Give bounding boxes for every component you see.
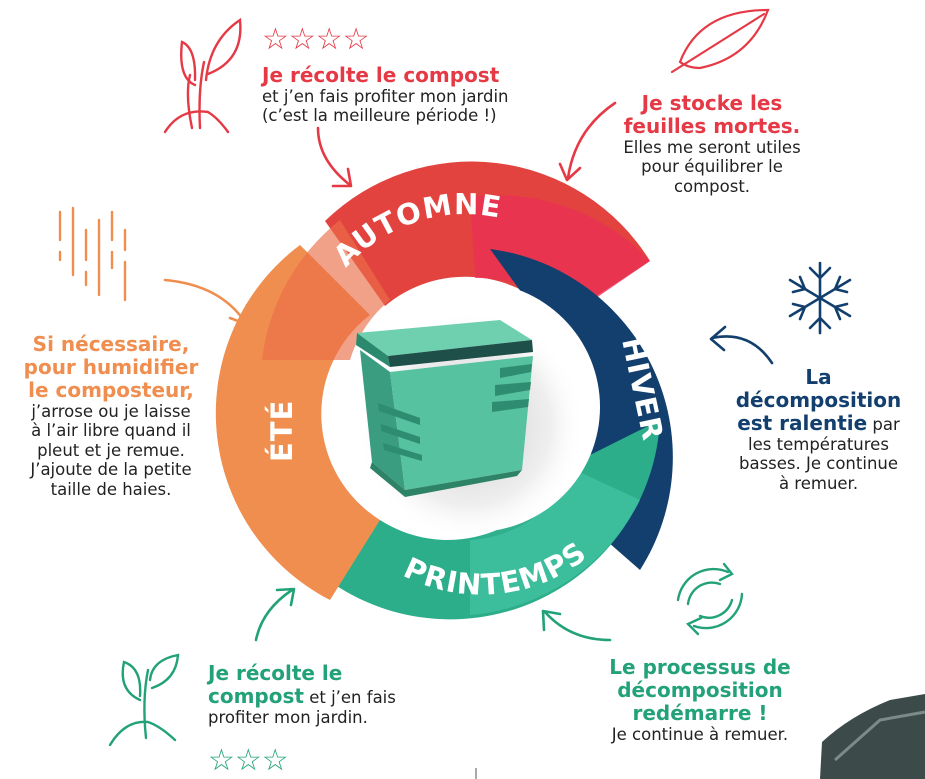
note-spring-harvest-body-1: profiter mon jardin. xyxy=(208,708,368,727)
arrow-spring-harvest xyxy=(254,587,296,642)
note-autumn-leaves-body-2: pour équilibrer le xyxy=(641,157,783,177)
note-winter-body-3: à remuer. xyxy=(778,473,859,493)
arrow-spring-restart xyxy=(541,609,612,642)
ring-spring-accent xyxy=(470,470,640,615)
note-summer: Si nécessaire, pour humidifier le compos… xyxy=(0,333,222,499)
note-spring-harvest-title-2-tail: et j’en fais xyxy=(303,688,396,707)
arrow-summer xyxy=(163,278,249,326)
note-summer-title-3: le composteur, xyxy=(28,378,194,402)
snowflake-icon xyxy=(788,261,852,335)
note-summer-body-3: pleut et je remue. xyxy=(37,440,185,460)
sprout-icon xyxy=(163,17,242,134)
ring-autumn-accent xyxy=(470,195,650,316)
ring-summer-blend xyxy=(262,220,390,360)
note-autumn-harvest-title: Je récolte le compost xyxy=(262,63,500,87)
rain-icon xyxy=(58,206,127,302)
note-winter: La décomposition est ralentie par les te… xyxy=(712,366,925,493)
note-winter-body-1: les températures xyxy=(748,435,889,454)
corner-photo-fragment xyxy=(820,694,925,779)
note-summer-body-5: taille de haies. xyxy=(50,479,172,499)
sprout-icon-green xyxy=(108,653,180,747)
note-winter-title-3-tail: par xyxy=(867,415,900,434)
note-winter-body-2: basses. Je continue xyxy=(738,454,899,474)
note-autumn-leaves-body-3: compost. xyxy=(673,176,751,196)
composter-illustration xyxy=(356,320,533,497)
note-summer-body-1: j’arrose ou je laisse xyxy=(31,402,191,421)
arrow-autumn-harvest xyxy=(316,126,353,188)
arrow-winter xyxy=(709,325,774,365)
arrow-autumn-leaves xyxy=(558,101,617,182)
note-spring-restart-body-1: Je continue à remuer. xyxy=(611,725,789,744)
star-rating-icon-green: ☆☆☆ xyxy=(208,743,289,778)
note-winter-title-3: est ralentie xyxy=(737,411,868,435)
season-label-summer: ÉTÉ xyxy=(265,400,299,462)
note-summer-body-4: J’ajoute de la petite xyxy=(30,460,192,480)
note-spring-restart: Le processus de décomposition redémarre … xyxy=(590,655,810,745)
note-spring-restart-title-2: décomposition xyxy=(617,678,783,702)
note-spring-harvest: Je récolte le compost et j’en fais profi… xyxy=(208,661,438,728)
note-winter-title-1: La xyxy=(805,365,832,389)
note-autumn-harvest: Je récolte le compost et j’en fais profi… xyxy=(262,64,547,126)
recycle-icon xyxy=(676,562,744,636)
note-spring-harvest-title-1: Je récolte le xyxy=(208,661,343,685)
leaf-icon xyxy=(670,8,770,74)
note-winter-title-2: décomposition xyxy=(735,388,902,412)
note-autumn-leaves-body-1: Elles me seront utiles xyxy=(623,138,801,157)
note-autumn-leaves-title-2: feuilles mortes. xyxy=(623,114,801,138)
note-autumn-harvest-body-1: et j’en fais profiter mon jardin xyxy=(262,87,509,106)
note-summer-body-2: à l’air libre quand il xyxy=(31,421,191,441)
note-spring-restart-title-1: Le processus de xyxy=(609,655,791,679)
note-summer-title-2: pour humidifier xyxy=(23,355,199,379)
note-spring-restart-title-3: redémarre ! xyxy=(632,701,768,725)
note-autumn-harvest-body-2: (c’est la meilleure période !) xyxy=(262,106,497,126)
star-rating-icon: ☆☆☆☆ xyxy=(262,22,370,57)
note-autumn-leaves: Je stocke les feuilles mortes. Elles me … xyxy=(600,92,824,196)
note-autumn-leaves-title-1: Je stocke les xyxy=(641,91,783,115)
note-spring-harvest-title-2: compost xyxy=(208,684,304,708)
note-summer-title-1: Si nécessaire, xyxy=(32,332,190,356)
